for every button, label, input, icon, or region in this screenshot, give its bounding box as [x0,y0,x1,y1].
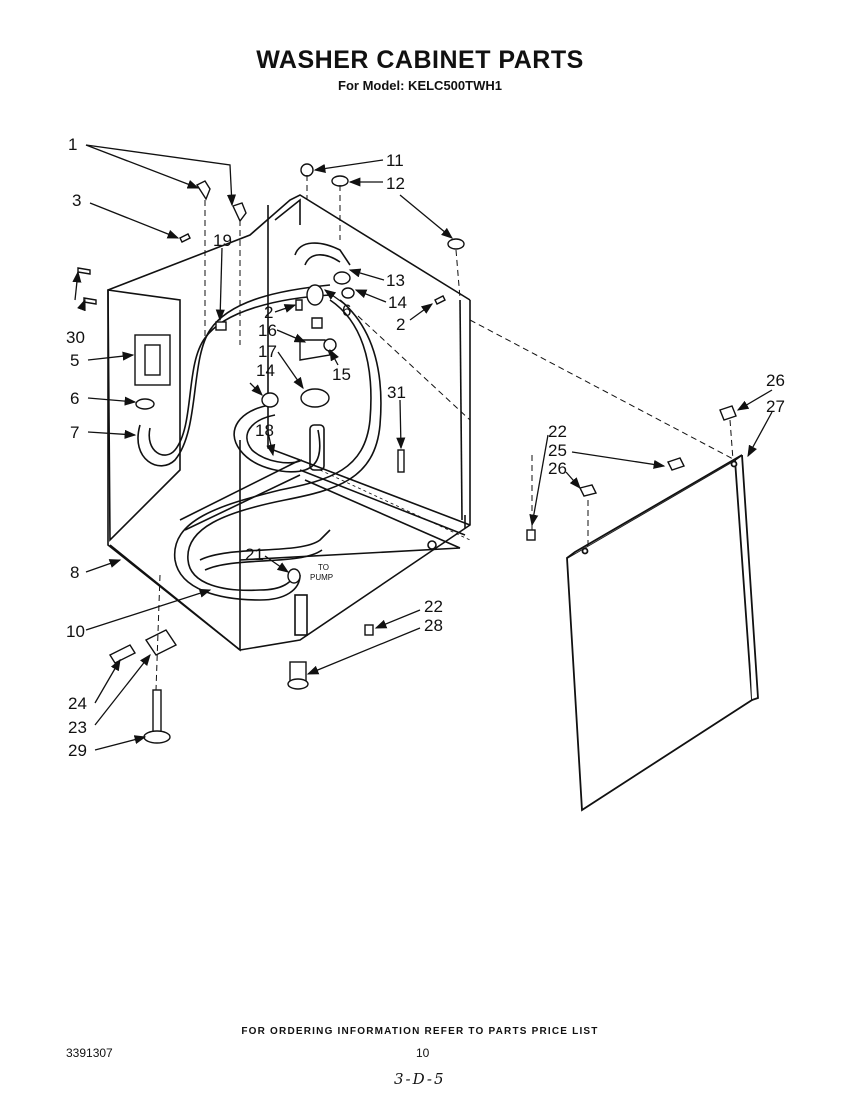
callout-label: 6 [70,389,79,408]
callout-label: 14 [388,293,407,312]
callout-label: 16 [258,321,277,340]
callout-label: 28 [424,616,443,635]
callout-label: 8 [70,563,79,582]
callout-label: 1 [68,135,77,154]
small-parts [77,163,737,744]
callout-label: 22 [548,422,567,441]
leader-lines [72,144,773,751]
callout-label: 25 [548,441,567,460]
callout-label: 23 [68,718,87,737]
hoses [137,242,382,601]
alignment-lines [155,175,736,691]
callout-label: 7 [70,423,79,442]
document-number: 3391307 [66,1046,113,1060]
handwritten-note: 3-D-5 [394,1070,446,1088]
callout-label: 27 [766,397,785,416]
page-title: WASHER CABINET PARTS [256,46,584,74]
callout-label: 14 [256,361,275,380]
callout-label: 2 [396,315,405,334]
callout-label: 31 [387,383,406,402]
callout-label: 13 [386,271,405,290]
model-subtitle: For Model: KELC500TWH1 [338,78,502,93]
pump-label-bottom: PUMP [310,573,333,582]
pump-label-top: TO [318,563,329,572]
callout-label: 24 [68,694,87,713]
callout-label: 30 [66,328,85,347]
callout-label: 19 [213,231,232,250]
callout-label: 12 [386,174,405,193]
callout-label: 18 [255,421,274,440]
callout-label: 3 [72,191,81,210]
callout-label: 11 [386,151,404,170]
callout-label: 21 [245,545,264,564]
callout-label: 15 [332,365,351,384]
callout-label: 10 [66,622,85,641]
callout-label: 26 [766,371,785,390]
callout-label: 2 [264,303,273,322]
ordering-note: FOR ORDERING INFORMATION REFER TO PARTS … [241,1026,599,1037]
callout-label: 6 [342,301,351,320]
callout-label: 29 [68,741,87,760]
callout-labels: 1 3 19 30 5 6 7 8 10 24 23 29 11 12 13 1… [66,135,785,760]
front-panel [566,454,759,812]
callout-label: 26 [548,459,567,478]
callout-label: 22 [424,597,443,616]
cabinet-body [107,194,471,652]
page-number: 10 [416,1046,430,1060]
callout-label: 17 [258,342,277,361]
callout-label: 5 [70,351,79,370]
